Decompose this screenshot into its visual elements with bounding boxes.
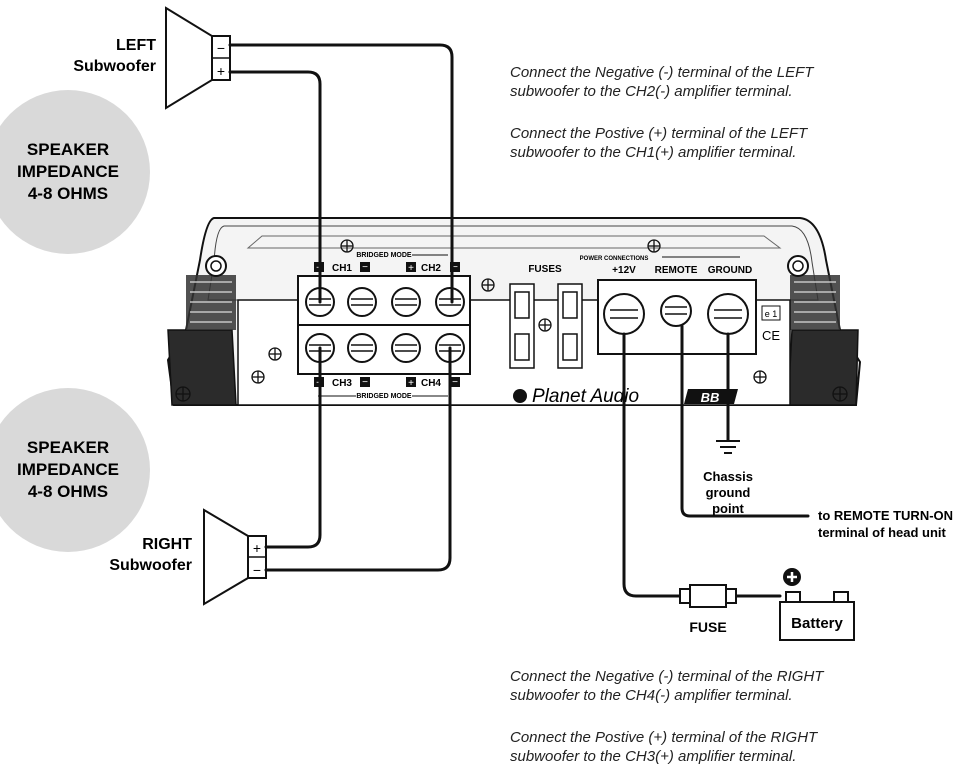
instruction-line: subwoofer to the CH4(-) amplifier termin…	[510, 687, 793, 704]
svg-text:−: −	[452, 377, 458, 388]
left-subwoofer-label-1: LEFT	[116, 37, 156, 54]
mount-screw-icon	[175, 386, 848, 402]
remote-label: REMOTE	[655, 265, 698, 276]
right-subwoofer-label-1: RIGHT	[142, 536, 192, 553]
inline-fuse-icon	[679, 584, 737, 608]
impedance-line3: 4-8 OHMS	[28, 184, 108, 203]
brand-label: Planet Audio	[532, 386, 639, 407]
right-subwoofer: + − RIGHT Subwoofer	[109, 508, 267, 606]
chassis-ground-label-3: point	[712, 501, 744, 516]
chassis-ground-label-2: ground	[706, 485, 751, 500]
instruction-line: subwoofer to the CH3(+) amplifier termin…	[510, 748, 797, 765]
instruction-right-negative: Connect the Negative (-) terminal of the…	[510, 667, 930, 705]
bolt-icon	[787, 255, 809, 277]
planet-audio-logo: Planet Audio BB	[513, 386, 738, 407]
ch1-label: CH1	[332, 263, 352, 274]
screw-icon	[251, 239, 767, 384]
power-terminal-block	[597, 279, 757, 355]
left-pos-terminal-icon: +	[217, 63, 225, 79]
fuses-label: FUSES	[528, 264, 562, 275]
instruction-right-positive: Connect the Postive (+) terminal of the …	[510, 728, 930, 766]
instruction-line: Connect the Postive (+) terminal of the …	[510, 125, 808, 142]
bridged-mode-label-top: BRIDGED MODE	[356, 252, 412, 259]
power-connections-label: POWER CONNECTIONS	[580, 256, 649, 262]
remote-turn-on-label-2: terminal of head unit	[818, 525, 947, 540]
right-neg-terminal-icon: −	[253, 562, 261, 578]
impedance-line2: IMPEDANCE	[17, 162, 119, 181]
impedance-badge-bottom: SPEAKER IMPEDANCE 4-8 OHMS	[0, 388, 150, 552]
e-mark-label: e 1	[765, 309, 778, 319]
ch2-label: CH2	[421, 263, 441, 274]
fuse-label: FUSE	[689, 619, 726, 635]
right-pos-terminal-icon: +	[253, 540, 261, 556]
impedance-line2: IMPEDANCE	[17, 460, 119, 479]
instruction-line: Connect the Negative (-) terminal of the…	[510, 668, 824, 685]
model-label: BB	[701, 390, 720, 405]
ground-symbol-icon	[716, 440, 740, 454]
battery-label: Battery	[791, 615, 843, 632]
svg-text:−: −	[362, 262, 368, 273]
plus12v-label: +12V	[612, 265, 636, 276]
svg-text:−: −	[452, 262, 458, 273]
ch3-label: CH3	[332, 378, 352, 389]
impedance-line1: SPEAKER	[27, 140, 109, 159]
impedance-badge-top: SPEAKER IMPEDANCE 4-8 OHMS	[0, 90, 150, 254]
instruction-line: Connect the Negative (-) terminal of the…	[510, 64, 814, 81]
right-subwoofer-label-2: Subwoofer	[109, 557, 192, 574]
instruction-line: Connect the Postive (+) terminal of the …	[510, 729, 818, 746]
amplifier: BRIDGED MODE BRIDGED MODE + CH1 − + CH2 …	[166, 217, 862, 407]
instruction-left-negative: Connect the Negative (-) terminal of the…	[510, 63, 930, 101]
bridged-mode-label-bottom: BRIDGED MODE	[356, 393, 412, 400]
fuse-holders	[509, 283, 583, 369]
instruction-line: subwoofer to the CH2(-) amplifier termin…	[510, 83, 793, 100]
speaker-terminal-block	[297, 275, 471, 375]
left-subwoofer-label-2: Subwoofer	[73, 58, 156, 75]
svg-text:+: +	[408, 378, 414, 389]
chassis-ground-label-1: Chassis	[703, 469, 753, 484]
ch4-label: CH4	[421, 378, 441, 389]
bolt-icon	[205, 255, 227, 277]
ce-mark-label: CE	[762, 328, 780, 343]
ground-label: GROUND	[708, 265, 752, 276]
svg-text:−: −	[362, 377, 368, 388]
left-neg-terminal-icon: −	[217, 40, 225, 56]
svg-text:+: +	[408, 263, 414, 274]
instruction-left-positive: Connect the Postive (+) terminal of the …	[510, 124, 930, 162]
impedance-line1: SPEAKER	[27, 438, 109, 457]
instruction-line: subwoofer to the CH1(+) amplifier termin…	[510, 144, 797, 161]
impedance-line3: 4-8 OHMS	[28, 482, 108, 501]
battery-icon	[779, 568, 855, 641]
left-subwoofer: − + LEFT Subwoofer	[73, 6, 231, 110]
wires	[228, 43, 810, 598]
remote-turn-on-label-1: to REMOTE TURN-ON	[818, 508, 953, 523]
